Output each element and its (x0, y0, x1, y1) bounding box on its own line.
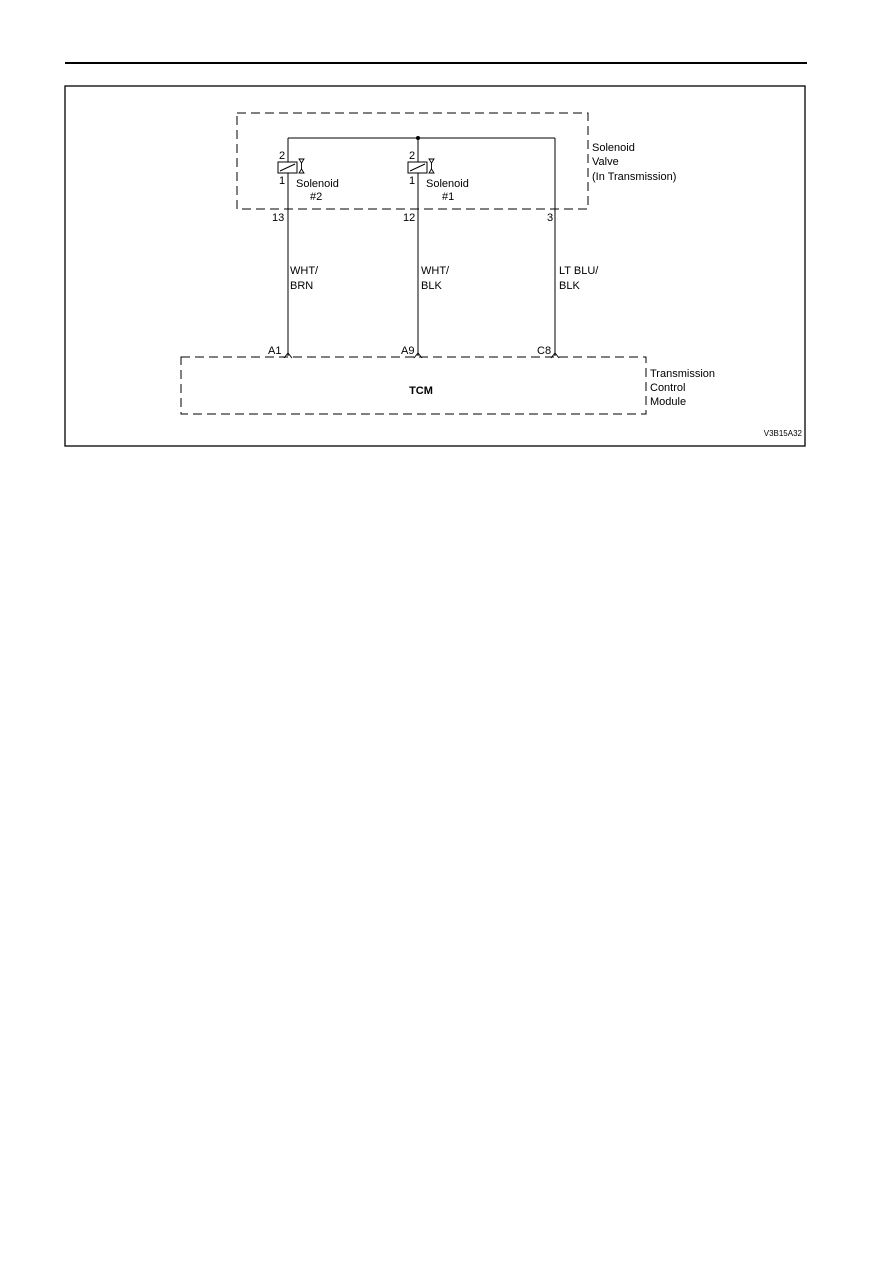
solenoid-valve-label-line3: (In Transmission) (592, 171, 676, 183)
tcm-pin-a9: A9 (401, 345, 414, 357)
solenoid-valve-housing (236, 112, 589, 210)
page-header-rule (65, 62, 807, 64)
figure-frame (64, 85, 806, 447)
tcm-pin-c8: C8 (537, 345, 551, 357)
housing-pin-3: 3 (547, 212, 553, 224)
tcm-label-line1: Transmission (650, 368, 715, 380)
wire-2-color-line2: BLK (421, 280, 442, 292)
solenoid-valve-label-line1: Solenoid (592, 142, 635, 154)
connector-a1 (283, 352, 293, 359)
solenoid-1-pin-bottom: 1 (409, 175, 415, 187)
housing-pin-12: 12 (403, 212, 415, 224)
wire-2-color-line1: WHT/ (421, 265, 450, 277)
solenoid-1-name: Solenoid (426, 178, 469, 190)
solenoid-valve-label-line2: Valve (592, 156, 619, 168)
figure-code: V3B15A32 (764, 429, 803, 438)
solenoid-2-number: #2 (310, 191, 322, 203)
wire-1-color-line1: WHT/ (290, 265, 319, 277)
tcm-pin-a1: A1 (268, 345, 281, 357)
tcm-name: TCM (409, 385, 433, 397)
tcm-label-line2: Control (650, 382, 685, 394)
solenoid-1-symbol (407, 158, 435, 174)
housing-pin-13: 13 (272, 212, 284, 224)
solenoid-2-pin-top: 2 (279, 150, 285, 162)
solenoid-2-symbol (277, 158, 305, 174)
solenoid-2-pin-bottom: 1 (279, 175, 285, 187)
solenoid-1-number: #1 (442, 191, 454, 203)
wire-3-color-line2: BLK (559, 280, 580, 292)
tcm-label-line3: Module (650, 396, 686, 408)
wire-3-color-line1: LT BLU/ (559, 265, 599, 277)
tcm-box (180, 356, 647, 415)
solenoid-2-name: Solenoid (296, 178, 339, 190)
wire-1-color-line2: BRN (290, 280, 313, 292)
solenoid-1-pin-top: 2 (409, 150, 415, 162)
connector-a9 (413, 352, 423, 359)
connector-c8 (550, 352, 560, 359)
